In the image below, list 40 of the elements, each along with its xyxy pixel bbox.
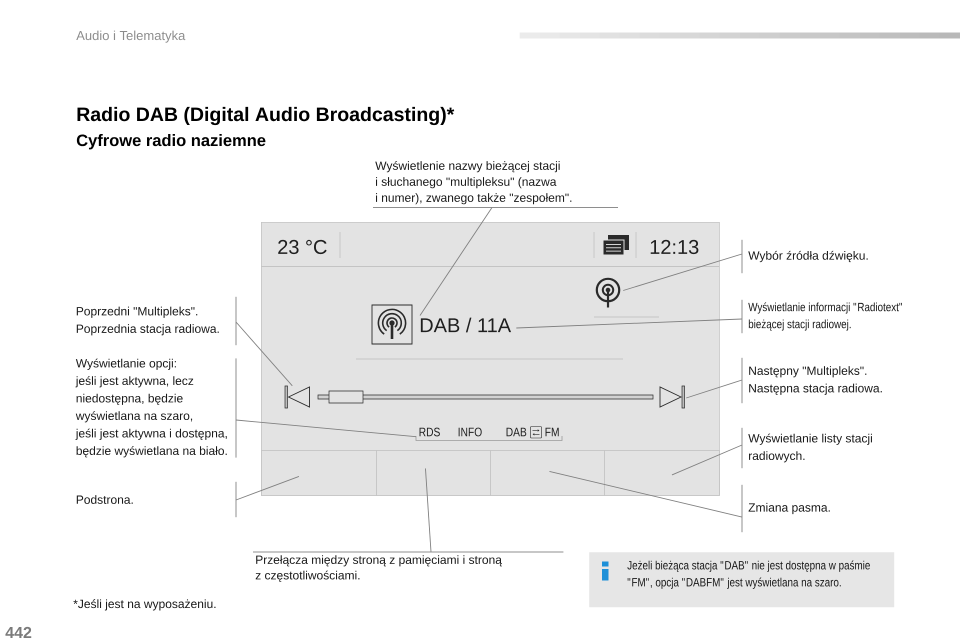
leader-line [622,254,742,291]
callout-text: Przełącza między stroną z pamięciami i stroną z częstotliwościami. [252,552,564,582]
page-number: 442 [5,626,32,638]
leader-line [516,318,742,328]
running-header: Audio i Telematyka [76,30,186,43]
callout-text: Zmiana pasma. [742,484,830,533]
callout-text: Poprzedni "Multipleks". Poprzednia stacja radiowa. [76,296,236,346]
leader-line [236,420,416,438]
footnote: *Jeśli jest na wyposażeniu. [73,599,216,610]
leader-line [236,476,300,500]
subheading: Cyfrowe radio naziemne [76,134,266,150]
soft-key [604,450,720,496]
leader-line [236,322,293,386]
callout-text: Następny "Multipleks". Następna stacja radiowa. [742,357,882,404]
soft-key [261,450,377,496]
option-label: FM [546,428,559,436]
clock-readout: 12:13 [650,240,698,254]
leader-line [672,444,742,476]
temperature-readout: 23 °C [278,240,327,254]
note-box: Jeżeli bieżąca stacja "DAB" nie jest dostępna w paśmie "FM", opcja "DABFM" jest wyświetlana na szaro. [589,552,894,608]
antenna-icon [596,278,620,308]
skip-back-icon [284,386,310,408]
soft-key [490,450,605,496]
callout-text: Wyświetlenie nazwy bieżącej stacji i słuchanego "multipleksu" (nazwa i numer), zwanego także "zespołem". [372,160,618,208]
heading: Radio DAB (Digital Audio Broadcasting)* [78,106,454,126]
callout-text: Wyświetlanie informacji "Radiotext" bieżącej stacji radiowej. [742,299,902,334]
leader-line [420,207,492,316]
option-label: DAB [506,428,526,436]
soft-key [376,450,491,496]
leader-line [425,468,432,552]
option-label: INFO [458,428,482,436]
leader-line [549,471,742,518]
callout-text: Wyświetlanie listy stacji radiowych. [742,427,872,469]
option-label: RDS [420,428,440,436]
leader-line [686,380,742,398]
callout-text: Wyświetlanie opcji: jeśli jest aktywna, lecz niedostępna, będzie wyświetlana na szaro, jeśli jest aktywna i dostępna, będzie wyświetlana na biało. [76,358,236,458]
skip-forward-icon [660,386,685,408]
callout-text: Podstrona. [76,481,236,518]
callout-text: Wybór źródła dźwięku. [742,239,868,274]
station-name: DAB / 11A [420,318,512,332]
